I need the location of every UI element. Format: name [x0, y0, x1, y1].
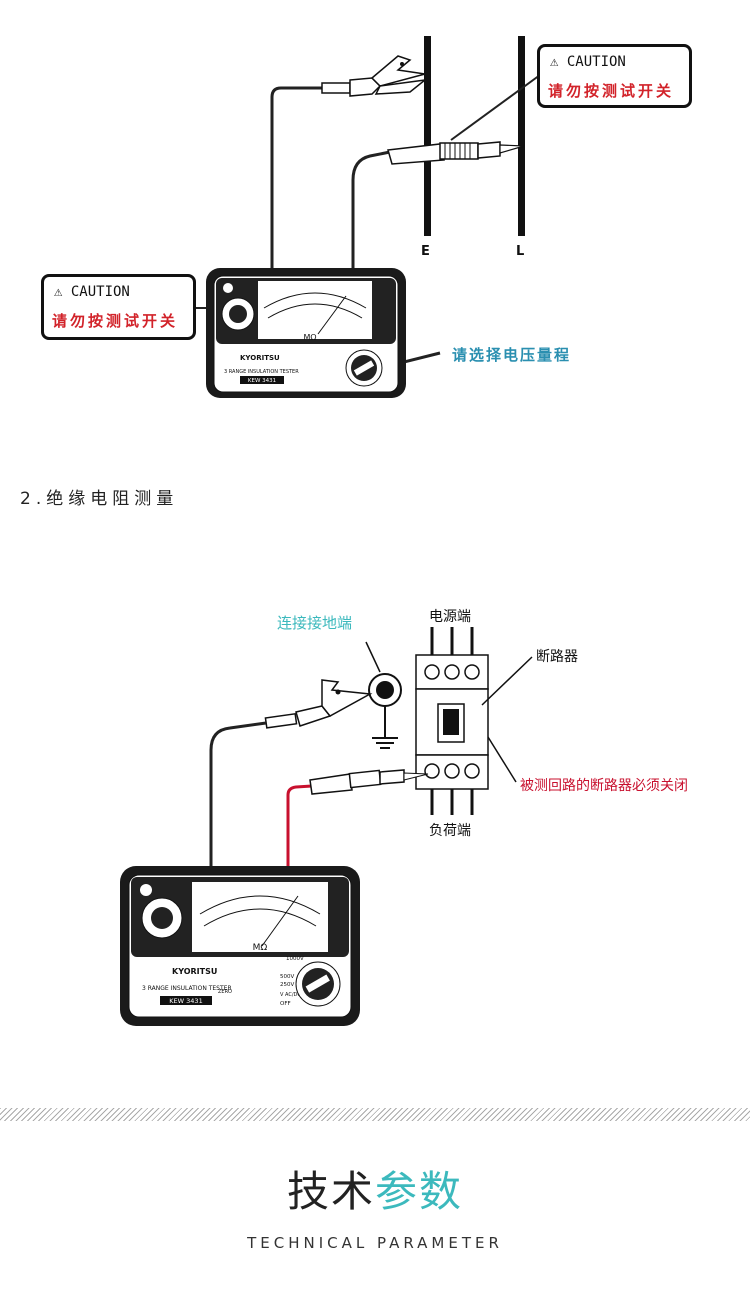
svg-text:KEW 3431: KEW 3431: [248, 378, 276, 384]
conductor-e: [424, 36, 431, 236]
section-title-part2: 参数: [375, 1167, 464, 1216]
label-l: L: [516, 244, 524, 259]
svg-text:KYORITSU: KYORITSU: [240, 354, 280, 362]
wiring-diagram-1: E L MΩ KYORITSU 3 RANGE INSULATION TESTE…: [193, 36, 541, 398]
insulation-tester-2: MΩ KYORITSU 3 RANGE INSULATION TESTER KE…: [120, 866, 360, 1026]
caution-box-top: ⚠ CAUTION 请勿按测试开关: [537, 44, 692, 108]
caution-text-left: 请勿按测试开关: [52, 312, 179, 330]
svg-text:V AC/DC: V AC/DC: [280, 992, 301, 998]
section-title: 技术参数: [0, 1158, 750, 1219]
breaker-off-note: 被测回路的断路器必须关闭: [520, 778, 688, 794]
caution-title-top: ⚠ CAUTION: [550, 54, 626, 70]
caution-title-left: ⚠ CAUTION: [54, 284, 130, 300]
svg-text:500V: 500V: [280, 974, 294, 980]
section-title-part1: 技术: [286, 1167, 375, 1216]
svg-text:MΩ: MΩ: [303, 333, 316, 342]
diagram-voltage-range: E L MΩ KYORITSU 3 RANGE INSULATION TESTE…: [0, 0, 750, 410]
caution-text-top: 请勿按测试开关: [548, 82, 675, 100]
svg-text:KEW 3431: KEW 3431: [169, 997, 202, 1005]
alligator-clip-1: [321, 55, 428, 97]
svg-text:3 RANGE INSULATION TESTER: 3 RANGE INSULATION TESTER: [142, 985, 232, 992]
circuit-breaker: [415, 627, 489, 815]
svg-text:KYORITSU: KYORITSU: [172, 967, 217, 976]
diagram-insulation-measure: MΩ KYORITSU 3 RANGE INSULATION TESTER KE…: [0, 600, 750, 1040]
breaker-label: 断路器: [536, 649, 578, 665]
alligator-clip-2: [264, 679, 373, 729]
svg-text:OFF: OFF: [280, 1001, 291, 1007]
label-e: E: [421, 244, 430, 259]
wiring-diagram-2: MΩ KYORITSU 3 RANGE INSULATION TESTER KE…: [120, 627, 533, 1026]
ground-terminal: [368, 673, 402, 749]
hatched-divider: [0, 1108, 750, 1121]
caution-box-left: ⚠ CAUTION 请勿按测试开关: [41, 274, 196, 340]
svg-text:ZERO: ZERO: [218, 989, 232, 995]
insulation-tester-1: MΩ KYORITSU 3 RANGE INSULATION TESTER KE…: [206, 268, 406, 398]
svg-text:3 RANGE INSULATION TESTER: 3 RANGE INSULATION TESTER: [224, 369, 299, 375]
load-label: 负荷端: [429, 823, 471, 839]
svg-text:MΩ: MΩ: [253, 943, 268, 953]
ground-label: 连接接地端: [277, 614, 353, 632]
svg-text:250V: 250V: [280, 982, 294, 988]
source-label: 电源端: [429, 609, 471, 625]
svg-text:1000V: 1000V: [286, 956, 304, 962]
section-subtitle: TECHNICAL PARAMETER: [247, 1234, 503, 1252]
range-hint-label: 请选择电压量程: [452, 346, 572, 364]
section-heading: 2.绝缘电阻测量: [20, 489, 179, 509]
test-probe-1: [387, 141, 525, 165]
test-probe-2: [309, 769, 429, 795]
conductor-l: [518, 36, 525, 236]
